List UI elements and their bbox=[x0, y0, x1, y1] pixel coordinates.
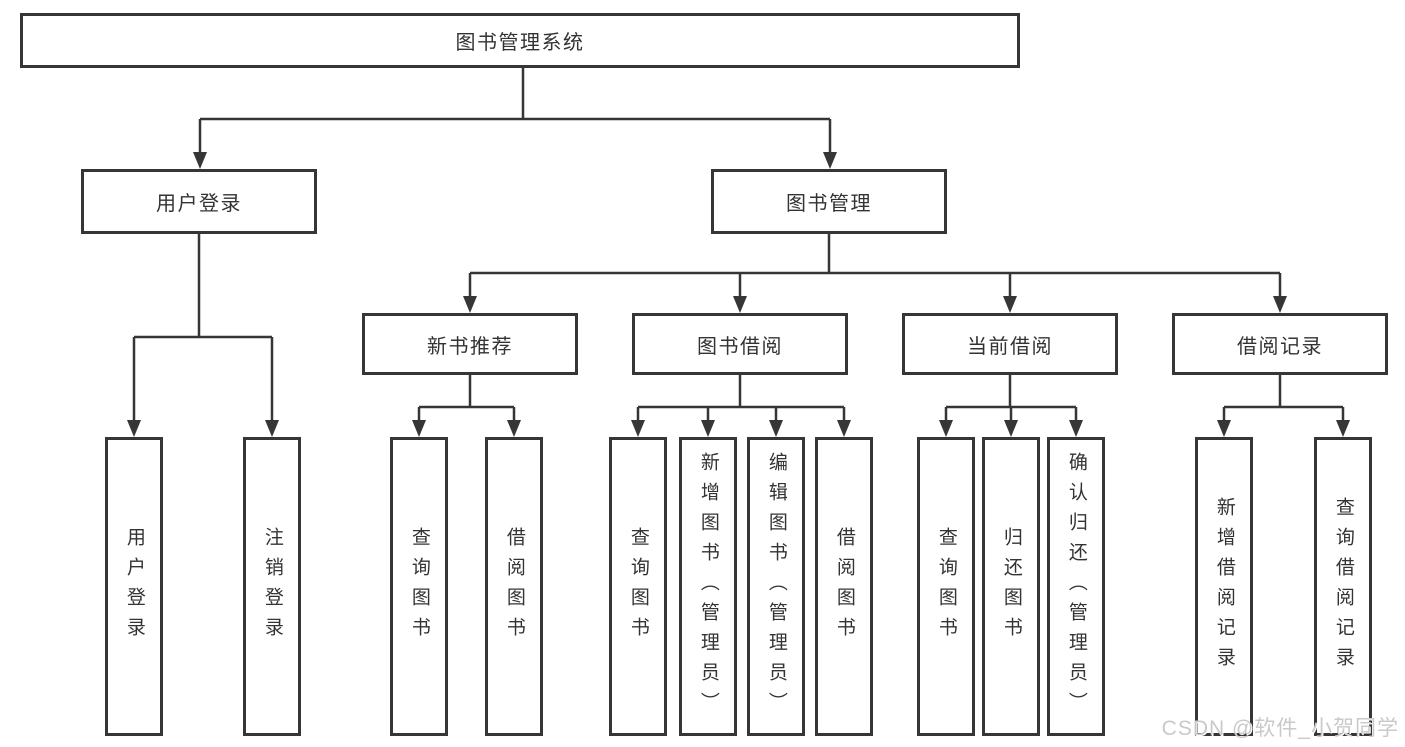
node-user-login: 用户登录 bbox=[81, 169, 317, 234]
leaf-borrow-borrow-book-label: 借阅图书 bbox=[833, 526, 855, 647]
leaf-recommend-query-book-label: 查询图书 bbox=[408, 526, 430, 647]
node-root-label: 图书管理系统 bbox=[455, 32, 585, 54]
leaf-current-confirm-return-admin: 确认归还（管理员） bbox=[1047, 437, 1105, 736]
leaf-recommend-borrow-book-label: 借阅图书 bbox=[503, 526, 525, 647]
node-book-management: 图书管理 bbox=[711, 169, 947, 234]
node-current-borrow: 当前借阅 bbox=[902, 313, 1118, 375]
leaf-current-confirm-return-admin-label: 确认归还（管理员） bbox=[1065, 451, 1087, 722]
node-borrow-record-label: 借阅记录 bbox=[1237, 335, 1323, 358]
node-new-book-recommend-label: 新书推荐 bbox=[427, 335, 513, 358]
csdn-watermark: CSDN @软件_小贺同学 bbox=[1161, 717, 1399, 740]
leaf-current-query-book-label: 查询图书 bbox=[935, 526, 957, 647]
leaf-record-add-label: 新增借阅记录 bbox=[1213, 496, 1235, 677]
leaf-record-query: 查询借阅记录 bbox=[1314, 437, 1372, 736]
node-book-borrow-label: 图书借阅 bbox=[697, 335, 783, 358]
leaf-current-query-book: 查询图书 bbox=[917, 437, 975, 736]
leaf-logout: 注销登录 bbox=[243, 437, 301, 736]
node-borrow-record: 借阅记录 bbox=[1172, 313, 1388, 375]
leaf-borrow-borrow-book: 借阅图书 bbox=[815, 437, 873, 736]
leaf-borrow-add-book-admin-label: 新增图书（管理员） bbox=[697, 451, 719, 722]
node-user-login-label: 用户登录 bbox=[156, 193, 242, 215]
leaf-user-login: 用户登录 bbox=[105, 437, 163, 736]
node-book-management-label: 图书管理 bbox=[786, 193, 872, 215]
leaf-borrow-query-book-label: 查询图书 bbox=[627, 526, 649, 647]
node-new-book-recommend: 新书推荐 bbox=[362, 313, 578, 375]
leaf-logout-label: 注销登录 bbox=[261, 526, 283, 647]
leaf-borrow-query-book: 查询图书 bbox=[609, 437, 667, 736]
leaf-record-query-label: 查询借阅记录 bbox=[1332, 496, 1354, 677]
node-root: 图书管理系统 bbox=[20, 13, 1020, 68]
node-current-borrow-label: 当前借阅 bbox=[967, 335, 1053, 358]
node-book-borrow: 图书借阅 bbox=[632, 313, 848, 375]
leaf-recommend-borrow-book: 借阅图书 bbox=[485, 437, 543, 736]
leaf-borrow-edit-book-admin: 编辑图书（管理员） bbox=[747, 437, 805, 736]
leaf-current-return-book-label: 归还图书 bbox=[1000, 526, 1022, 647]
leaf-recommend-query-book: 查询图书 bbox=[390, 437, 448, 736]
leaf-borrow-edit-book-admin-label: 编辑图书（管理员） bbox=[765, 451, 787, 722]
leaf-current-return-book: 归还图书 bbox=[982, 437, 1040, 736]
leaf-borrow-add-book-admin: 新增图书（管理员） bbox=[679, 437, 737, 736]
leaf-record-add: 新增借阅记录 bbox=[1195, 437, 1253, 736]
leaf-user-login-label: 用户登录 bbox=[123, 526, 145, 647]
